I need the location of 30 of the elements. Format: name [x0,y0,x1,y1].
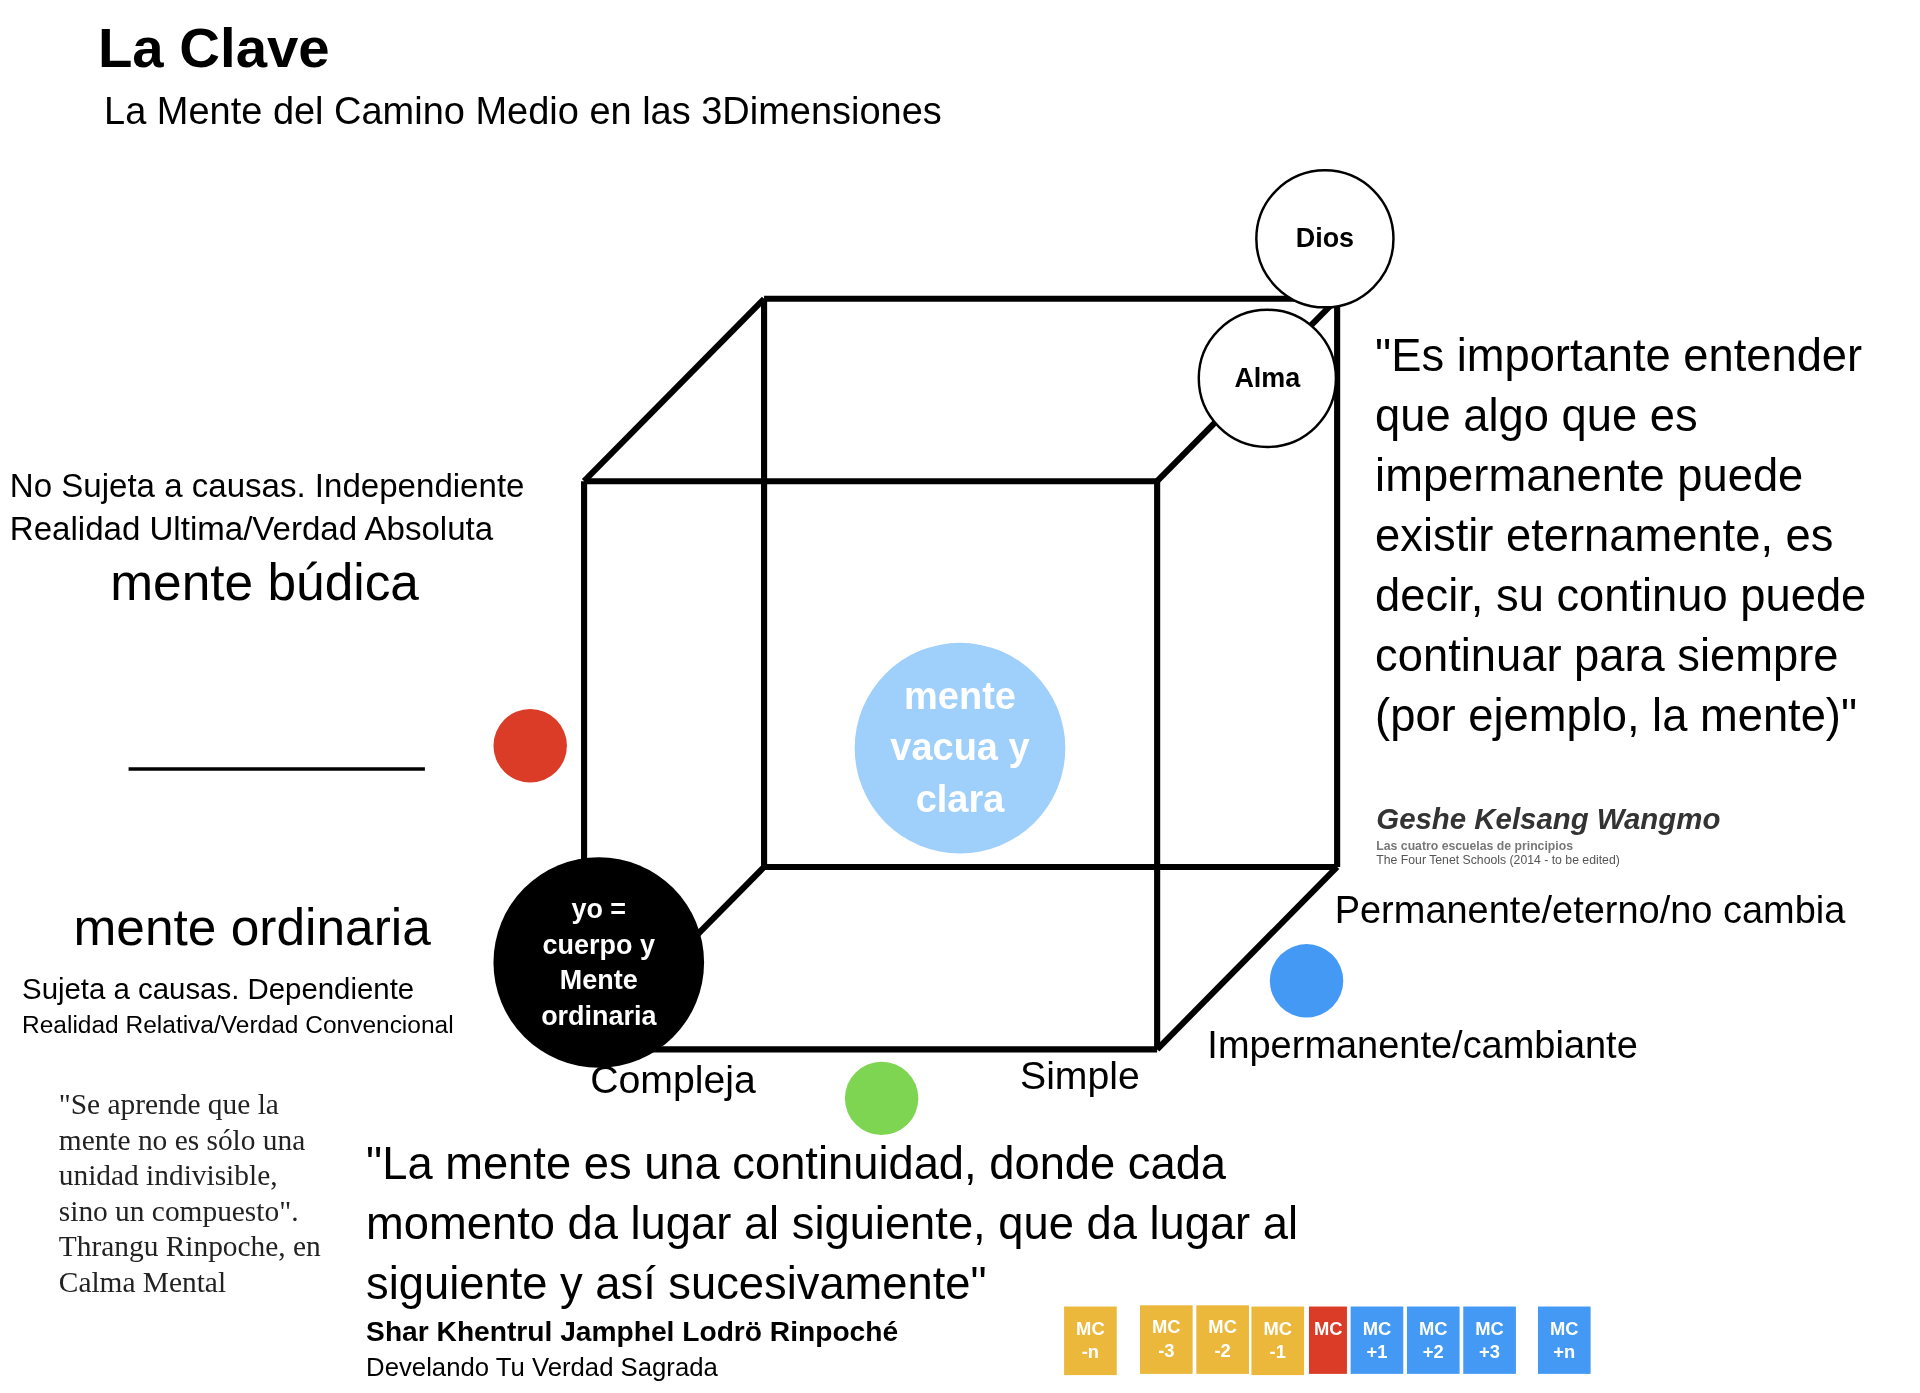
axis-label: Simple [1020,1053,1140,1098]
source-text: The Four Tenet Schools (2014 - to be edited) [1376,853,1620,867]
description-text: Realidad Ultima/Verdad Absoluta [9,510,494,548]
mc-tile: MC +1 [1350,1306,1404,1374]
source-text: Develando Tu Verdad Sagrada [366,1353,718,1382]
mc-tile: MC +2 [1406,1306,1460,1374]
description-text: No Sujeta a causas. Independiente [9,467,525,505]
heading-text: mente ordinaria [73,898,431,957]
axis-label: Permanente/eterno/no cambia [1334,889,1846,932]
author-name: Geshe Kelsang Wangmo [1376,802,1721,836]
description-text: Sujeta a causas. Dependiente [22,972,415,1006]
circle-node: Dios [1255,169,1395,309]
quote-text: "Es importante entender que algo que es impermanente puede existir eternamente, es decir, su continuo puede continuar para siempre (por ejemplo, la mente)" [1375,330,1867,741]
mc-tile: MC -2 [1196,1305,1249,1374]
circle-node: Alma [1197,308,1338,449]
title: La Clave [97,14,330,81]
description-text: Realidad Relativa/Verdad Convencional [22,1011,454,1039]
mc-tile: MC +3 [1463,1306,1516,1374]
axis-label: Impermanente/cambiante [1207,1023,1638,1067]
subtitle: La Mente del Camino Medio en las 3Dimensiones [104,89,942,133]
mc-tile: MC +n [1537,1306,1591,1374]
mc-tile: MC [1309,1306,1347,1374]
mc-tile: MC -n [1064,1306,1117,1376]
source-text: Las cuatro escuelas de principios [1376,838,1573,853]
circle-node: mente vacua y clara [854,642,1066,854]
mc-tile: MC -3 [1140,1305,1193,1374]
heading-text: mente búdica [110,553,419,611]
quote-text: "Se aprende que la mente no es sólo una unidad indivisible, sino un compuesto". Thrangu Rinpoche, en Calma Mental [58,1088,321,1298]
author-name: Shar Khentrul Jamphel Lodrö Rinpoché [366,1315,899,1347]
mc-tile: MC -1 [1251,1306,1305,1376]
